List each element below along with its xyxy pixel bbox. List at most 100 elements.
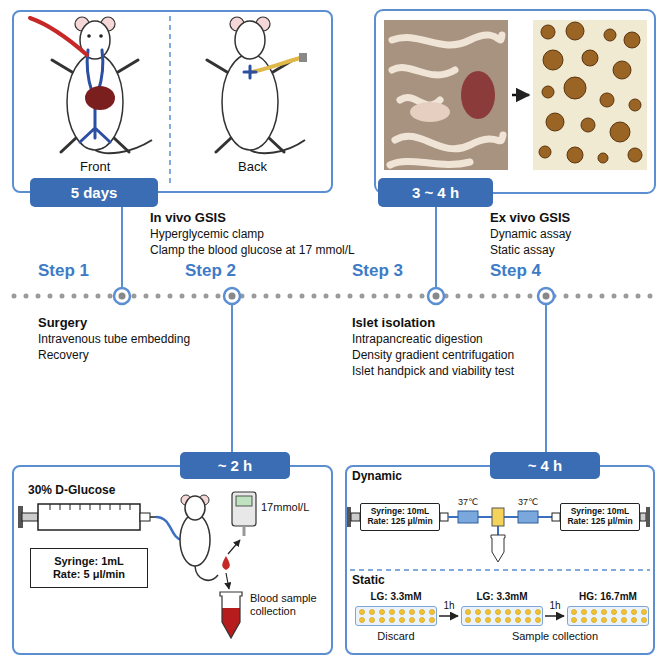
sample-tube: [220, 592, 242, 638]
stage-panel: 30% D-Glucose17mmol/LBlood sample collec…: [12, 465, 333, 655]
syringe-setting-box-text: Syringe: 1mL: [54, 555, 124, 568]
stage-panel: FrontBack: [12, 10, 333, 193]
text-holder: Islet isolation: [352, 316, 435, 331]
perifusion-setup: [347, 507, 351, 527]
islet: [582, 50, 598, 66]
heart-organ: [85, 86, 115, 110]
well-plate: LG: 3.3mM: [461, 606, 543, 626]
duration-tab-text: 3 ~ 4 h: [412, 184, 459, 201]
text-holder: HG: 16.7mM: [579, 591, 637, 603]
text-holder: Surgery: [38, 316, 87, 331]
duration-tab-text: ~ 2 h: [218, 457, 253, 474]
islet: [613, 61, 631, 79]
leader-line: [435, 207, 437, 288]
text-holder: Discard: [377, 630, 414, 643]
panel-text: Static: [352, 574, 385, 588]
text-holder: Front: [80, 160, 110, 175]
section-divider: [350, 569, 650, 571]
text-holder: Step 4: [490, 261, 541, 281]
photo-ground: [533, 20, 647, 170]
islet: [564, 77, 586, 99]
text-holder: Sample collection: [512, 630, 598, 643]
pancreas-photo: [384, 20, 508, 170]
well-plate-fill: [357, 608, 435, 624]
islet: [628, 148, 642, 162]
mouse-eye: [87, 34, 91, 38]
syringe-body-text: Rate: 125 μl/min: [567, 517, 632, 527]
well-plate-fill: [569, 608, 647, 624]
step-label: Step 1: [38, 261, 89, 281]
timeline-dots: [14, 294, 652, 299]
panel-text: 37℃: [458, 497, 478, 507]
islet: [546, 113, 564, 131]
stage-detail: Static assay: [490, 244, 555, 258]
islet: [604, 29, 616, 41]
text-holder: 17mmol/L: [261, 501, 309, 514]
text-holder: Density gradient centrifugation: [352, 349, 514, 363]
step-label: Step 3: [352, 261, 403, 281]
syringe-pump: [22, 513, 38, 521]
mouse-small: [195, 566, 218, 580]
text-holder: In vivo GSIS: [150, 211, 226, 226]
stage-detail: Hyperglycemic clamp: [150, 228, 264, 242]
text-holder: Blood sample collection: [250, 592, 326, 617]
syringe-pump: [50, 504, 130, 510]
well-plate-fill: [461, 606, 543, 626]
text-holder: 1h: [443, 600, 454, 612]
text-holder: Dynamic assay: [490, 228, 571, 242]
leader-line: [231, 304, 233, 452]
stage-heading: In vivo GSIS: [150, 211, 226, 226]
time-arrow: [439, 615, 458, 617]
syringe-body-text: Syringe: 10mL: [371, 507, 430, 517]
text-holder: Static: [352, 574, 385, 588]
islet: [542, 86, 554, 98]
text-holder: 1h: [549, 600, 560, 612]
panel-text: Dynamic: [352, 470, 402, 484]
islet: [567, 147, 583, 163]
step-marker: [433, 293, 440, 300]
stage-detail: Density gradient centrifugation: [352, 349, 514, 363]
perifusion-setup: [491, 535, 505, 562]
syringe-body: Syringe: 10mLRate: 125 μl/min: [360, 503, 440, 531]
stage-detail: Recovery: [38, 349, 89, 363]
stage-heading: Islet isolation: [352, 316, 435, 331]
well-plate-fill: [355, 606, 649, 626]
leader-line: [122, 207, 546, 452]
text-holder: Step 2: [185, 261, 236, 281]
text-holder: 37℃: [518, 497, 538, 507]
sample-tube: [222, 608, 240, 638]
panel-text: 37℃: [518, 497, 538, 507]
perifusion-setup: [458, 511, 478, 523]
stage-detail: Clamp the blood glucose at 17 mmol/L: [150, 244, 355, 258]
duration-tab-text: ~ 4 h: [528, 457, 563, 474]
step-marker: [543, 293, 550, 300]
stage-panel: [375, 10, 655, 193]
islet: [543, 50, 563, 70]
syringe-setting-box-text: Rate: 5 μl/min: [53, 568, 125, 581]
step-label: Step 4: [490, 261, 541, 281]
tube-cap: [299, 53, 307, 62]
syringe-setting-box: Syringe: 1mLRate: 5 μl/min: [30, 548, 148, 588]
islet: [566, 22, 584, 40]
step-marker: [229, 293, 236, 300]
well-plate-fill: [355, 606, 437, 626]
step-marker: [119, 293, 126, 300]
step-label: Step 2: [185, 261, 236, 281]
mouse-small: [180, 495, 218, 580]
sample-arrow: [226, 573, 229, 589]
mouse-small: [180, 514, 210, 566]
stage-detail: Dynamic assay: [490, 228, 571, 242]
text-holder: Step 1: [38, 261, 89, 281]
perifusion-setup: [640, 513, 646, 521]
syringe-pump: [18, 504, 156, 530]
text-holder: Static assay: [490, 244, 555, 258]
well-plate-fill: [463, 608, 541, 624]
perifusion-setup: [440, 513, 448, 521]
islet: [629, 99, 641, 111]
panel-text: 1h: [549, 600, 560, 612]
duration-tab: ~ 4 h: [490, 452, 600, 479]
text-holder: Islet handpick and viability test: [352, 365, 514, 379]
infusion-tube: [156, 517, 182, 540]
well-plate-fill: [461, 606, 543, 626]
plate-heading: LG: 3.3mM: [476, 591, 527, 603]
